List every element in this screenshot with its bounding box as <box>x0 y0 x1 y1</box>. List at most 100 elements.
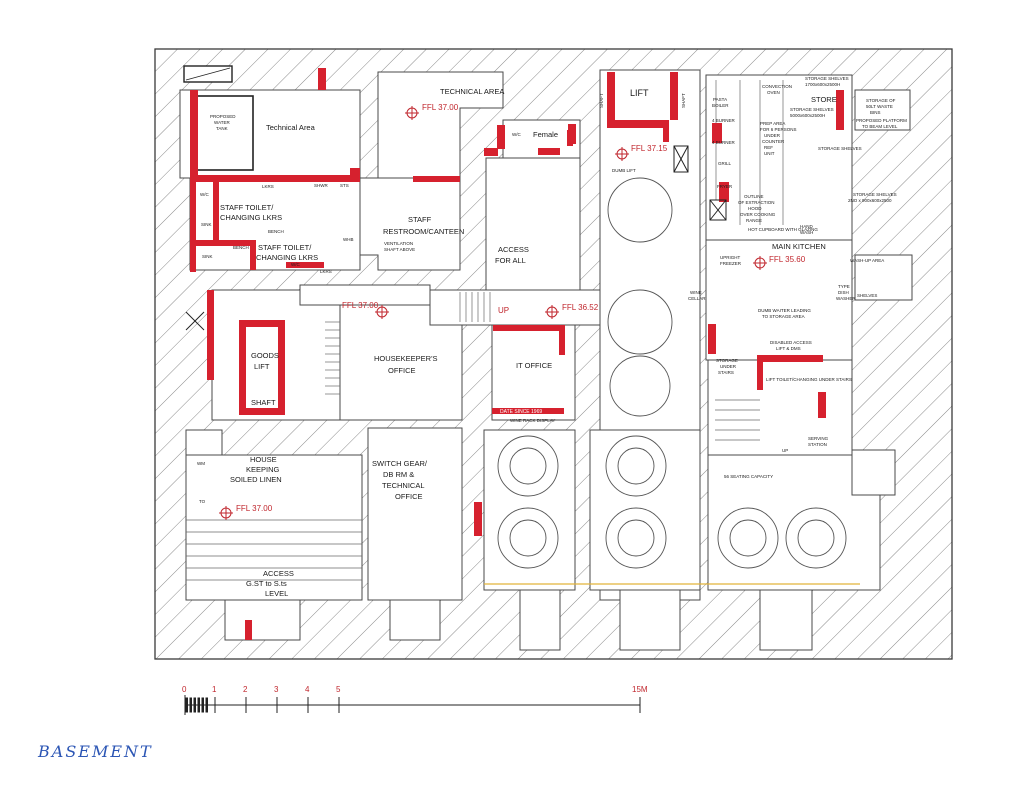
housekeeping-line2: KEEPING <box>246 465 280 474</box>
dining-tables <box>497 177 847 569</box>
hand-wash-line1: HAND <box>800 224 814 229</box>
ffl-label-2: FFL 37.15 <box>631 144 668 153</box>
housekeepers-office-line2: OFFICE <box>388 366 416 375</box>
bench-b: BENCH <box>233 245 249 250</box>
storage-stairs-line2: UNDER <box>720 364 737 369</box>
staff-toilet-2-line2: CHANGING LKRS <box>256 253 318 262</box>
shelves-low-line1: STORAGE SHELVES <box>853 192 897 197</box>
burner-b: 4 BURNER <box>712 140 736 145</box>
sheet-label: BASEMENT <box>38 742 153 761</box>
access-for-all-line1: ACCESS <box>498 245 529 254</box>
ffl-label-1: FFL 37.00 <box>422 103 459 112</box>
ffl-label-4: FFL 36.52 <box>562 303 599 312</box>
water-tank-label-1: PROPOSED <box>210 114 236 119</box>
scale-tick-4: 4 <box>305 685 310 694</box>
staff-toilet-1-line1: STAFF TOILET/ <box>220 203 274 212</box>
dumb-waiter-line2: TO STORAGE AREA <box>762 314 805 319</box>
room-store: STORE <box>811 95 837 104</box>
access-level-line3: LEVEL <box>265 589 288 598</box>
access-for-all-line2: FOR ALL <box>495 256 526 265</box>
freezer-line1: UPRIGHT <box>720 255 741 260</box>
outline-line2: OF EXTRACTION <box>738 200 775 205</box>
freezer-line2: FREEZER <box>720 261 742 266</box>
seating-capacity: 56 SEATING CAPACITY <box>724 474 773 479</box>
grill-label: GRILL <box>718 161 732 166</box>
date-stamp: DATE SINCE 1969 <box>500 409 542 415</box>
water-tank-label-2: WATER <box>214 120 230 125</box>
hot-cupboard: HOT CUPBOARD WITH GLAZING <box>748 227 818 232</box>
wm-label: WM <box>197 461 205 466</box>
room-lift: LIFT <box>630 88 649 98</box>
wc-a: W/C <box>200 192 209 197</box>
burner-a: 4 BURNER <box>712 118 736 123</box>
bench-a: BENCH <box>268 229 284 234</box>
goods-shaft: SHAFT <box>251 398 276 407</box>
shelves-top-line2: 1700x600x2500H <box>805 82 840 87</box>
convection-line2: OVEN <box>767 90 780 95</box>
access-level-line1: ACCESS <box>263 569 294 578</box>
scale-tick-3: 3 <box>274 685 279 694</box>
scale-bar <box>184 695 641 715</box>
staff-restroom-line2: RESTROOM/CANTEEN <box>383 227 464 236</box>
room-female: Female <box>533 130 558 139</box>
staff-toilet-1-line2: CHANGING LKRS <box>220 213 282 222</box>
serving-station-line1: SERVING <box>808 436 829 441</box>
shwr-label: SHWR <box>314 183 328 188</box>
ffl-label-5: FFL 35.60 <box>769 255 806 264</box>
shelves-label: SHELVES <box>857 293 877 298</box>
dishwasher-line1: TYPE <box>838 284 850 289</box>
disabled-lift-line2: LIFT & DMS <box>776 346 801 351</box>
room-main-kitchen: MAIN KITCHEN <box>772 242 826 251</box>
storage-right-line3: BINS <box>870 110 881 115</box>
outline-line3: HOOD <box>748 206 762 211</box>
room-technical-area-top: TECHNICAL AREA <box>440 87 504 96</box>
storage-stairs-line3: STAIRS <box>718 370 734 375</box>
housekeeping-line1: HOUSE <box>250 455 277 464</box>
housekeeping-line3: SOILED LINEN <box>230 475 282 484</box>
shelves-mid-line1: STORAGE SHELVES <box>790 107 834 112</box>
prep-line4: COUNTER <box>762 139 785 144</box>
platform-line2: TO BEAM LEVEL <box>862 124 898 129</box>
level-markers <box>219 106 767 520</box>
dishwasher-line2: DISH <box>838 290 849 295</box>
storage-stairs-line1: STORAGE <box>716 358 738 363</box>
convection-line1: CONVECTION <box>762 84 792 89</box>
outline-line4: OVER COOKING <box>740 212 776 217</box>
disabled-lift-line1: DISABLED ACCESS <box>770 340 812 345</box>
fryer-label: FRYER <box>717 184 733 189</box>
staircases <box>186 80 784 581</box>
shaft-left-label: SHAFT <box>599 93 604 108</box>
scale-tick-0: 0 <box>182 685 187 694</box>
lkrs-a: LKRS <box>262 184 274 189</box>
dishwasher-line3: WASHER <box>836 296 856 301</box>
sink-a: SINK <box>201 222 212 227</box>
outline-line1: OUTLINE <box>744 194 764 199</box>
scale-tick-5: 5 <box>336 685 341 694</box>
scale-tick-1: 1 <box>212 685 217 694</box>
serving-station-line2: STATION <box>808 442 827 447</box>
water-tank-label-3: TANK <box>216 126 228 131</box>
ffl-label-6: FFL 37.00 <box>236 504 273 513</box>
room-technical-area: Technical Area <box>266 123 316 132</box>
wine-cellar-line2: CELLAR <box>688 296 706 301</box>
switch-gear-line2: DB RM & <box>383 470 414 479</box>
vent-shaft-line2: SHAFT ABOVE <box>384 247 415 252</box>
access-level-line2: G.ST to S.ts <box>246 579 287 588</box>
staff-restroom-line1: STAFF <box>408 215 432 224</box>
lkrs-b: LKRS <box>320 269 332 274</box>
shelves-low-line2: 2NO x 900x600x2500 <box>848 198 892 203</box>
storage-right-line1: STORAGE OF <box>866 98 896 103</box>
sink-b: SINK <box>202 254 213 259</box>
storage-shelving-1: STORAGE SHELVES <box>818 146 862 151</box>
whb-label: WHB <box>343 237 354 242</box>
wine-rack-label: WINE RACK DISPLAY <box>510 418 555 423</box>
ffl-label-3: FFL 37.00 <box>342 301 379 310</box>
outline-line5: RANGE <box>746 218 762 223</box>
scale-end-label: 15M <box>632 685 648 694</box>
staff-toilet-2-line1: STAFF TOILET/ <box>258 243 312 252</box>
scale-tick-2: 2 <box>243 685 248 694</box>
shaft-right-label: SHAFT <box>681 93 686 108</box>
housekeepers-office-line1: HOUSEKEEPER'S <box>374 354 438 363</box>
goods-lift-line1: GOODS <box>251 351 279 360</box>
